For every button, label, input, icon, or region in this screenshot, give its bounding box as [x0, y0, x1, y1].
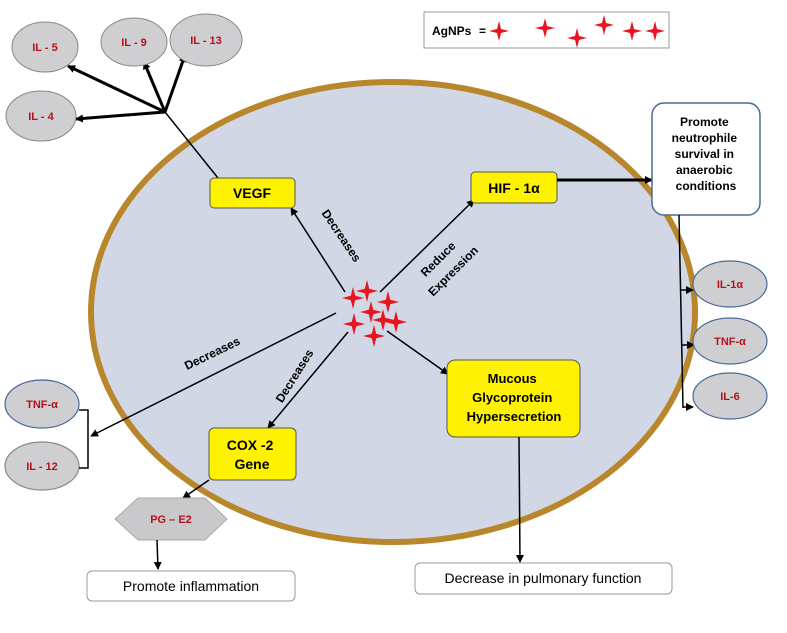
cytokine-il13: IL - 13: [169, 13, 243, 67]
arrow-to-hif: [379, 199, 475, 293]
svg-text:IL - 4: IL - 4: [28, 111, 54, 123]
svg-text:PG – E2: PG – E2: [150, 514, 192, 526]
cytokine-tnfa-right: TNF-α: [692, 317, 768, 365]
svg-text:IL-6: IL-6: [720, 391, 740, 403]
svg-text:TNF-α: TNF-α: [714, 336, 746, 348]
right-cytokine-lines: [678, 214, 695, 411]
legend-label: AgNPs: [432, 24, 472, 38]
neutrophil-survival-box: Promote neutrophile survival in anaerobi…: [651, 102, 761, 216]
svg-text:VEGF: VEGF: [233, 185, 272, 201]
svg-text:IL-1α: IL-1α: [717, 279, 744, 291]
pulmonary-function-box: Decrease in pulmonary function: [414, 562, 673, 595]
cytokine-il5: IL - 5: [11, 21, 79, 73]
center-arrows: [90, 199, 475, 437]
svg-text:IL - 5: IL - 5: [32, 42, 57, 54]
cytokine-il12: IL - 12: [4, 441, 80, 491]
svg-text:HIF - 1α: HIF - 1α: [488, 180, 540, 196]
arrow-mucous-to-pulmonary: [515, 436, 524, 563]
vegf-box: VEGF: [209, 177, 296, 209]
cox2-box: COX -2 Gene: [208, 427, 297, 481]
cell-body: [88, 79, 698, 545]
hif-box: HIF - 1α: [470, 171, 558, 204]
svg-text:Mucous Glycoprotein: Mucous Glycoprotein Hypersecretion: [467, 371, 562, 424]
arrow-to-vegf: [290, 207, 346, 293]
left-bracket: [79, 409, 89, 469]
promote-inflammation-box: Promote inflammation: [86, 570, 296, 602]
svg-text:Promote neutrophile: Promote neutrophile survival in anaerobi…: [672, 115, 741, 193]
svg-text:IL - 13: IL - 13: [190, 35, 222, 47]
arrow-cox2-to-pge2: [182, 479, 210, 499]
svg-text:IL - 12: IL - 12: [26, 461, 58, 473]
cytokine-il9: IL - 9: [100, 17, 168, 67]
pge2-hexagon: PG – E2: [114, 497, 228, 541]
vegf-to-il-line: [164, 111, 219, 179]
cytokine-tnfa-left: TNF-α: [4, 379, 80, 429]
svg-text:IL - 9: IL - 9: [121, 37, 146, 49]
svg-text:TNF-α: TNF-α: [26, 399, 58, 411]
arrow-pge2-to-inflammation: [153, 539, 162, 570]
cytokine-il4: IL - 4: [5, 90, 77, 142]
mucous-box: Mucous Glycoprotein Hypersecretion: [446, 359, 581, 438]
legend: AgNPs =: [423, 11, 670, 49]
cytokine-il6: IL-6: [692, 372, 768, 420]
legend-equals: =: [479, 24, 486, 38]
svg-text:Promote inflammation: Promote inflammation: [123, 578, 259, 594]
arrow-to-mucous: [386, 330, 449, 375]
il-fan-arrows: [67, 54, 187, 123]
svg-text:COX -2 Gene: COX -2 Gene: [227, 437, 278, 472]
arrow-to-cox2: [267, 331, 349, 429]
arrow-to-left-cytokines: [90, 312, 337, 437]
cytokine-il1a: IL-1α: [692, 260, 768, 308]
svg-text:Decrease in pulmonary function: Decrease in pulmonary function: [445, 570, 642, 586]
